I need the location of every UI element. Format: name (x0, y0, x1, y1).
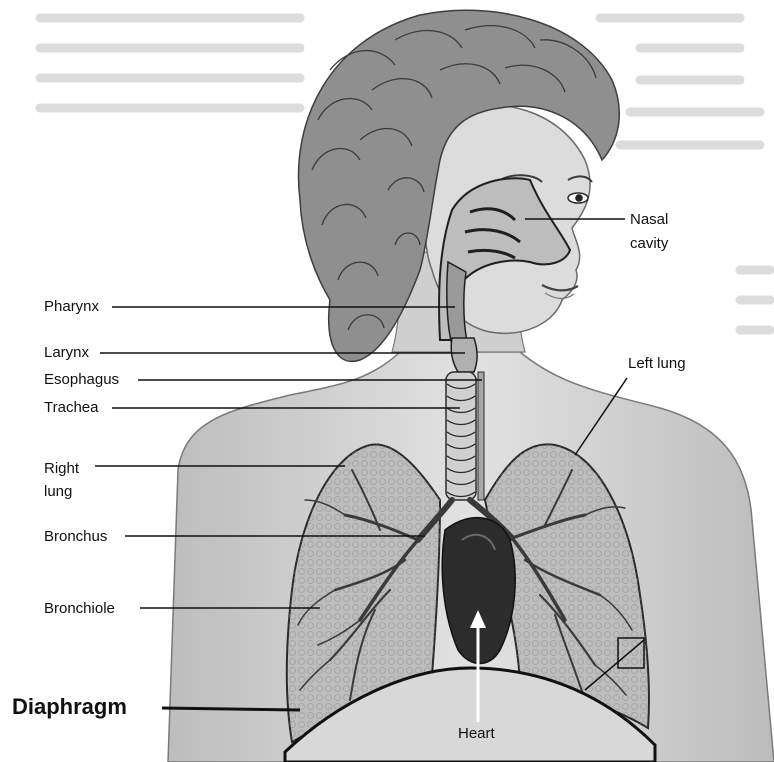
label-right-lung-line1: Right (44, 459, 79, 478)
pupil-right (575, 194, 583, 202)
label-heart: Heart (458, 724, 495, 743)
label-right-lung-line2: lung (44, 482, 72, 501)
label-bronchiole: Bronchiole (44, 599, 115, 618)
label-trachea: Trachea (44, 398, 98, 417)
label-left-lung: Left lung (628, 354, 686, 373)
label-nasal-cavity-line2: cavity (630, 234, 668, 253)
larynx-shape (451, 338, 477, 372)
label-esophagus: Esophagus (44, 370, 119, 389)
esophagus-tube (478, 372, 484, 500)
label-diaphragm: Diaphragm (12, 694, 127, 720)
label-bronchus: Bronchus (44, 527, 107, 546)
label-nasal-cavity-line1: Nasal (630, 210, 668, 229)
label-pharynx: Pharynx (44, 297, 99, 316)
leader-diaphragm (162, 708, 300, 710)
label-larynx: Larynx (44, 343, 89, 362)
